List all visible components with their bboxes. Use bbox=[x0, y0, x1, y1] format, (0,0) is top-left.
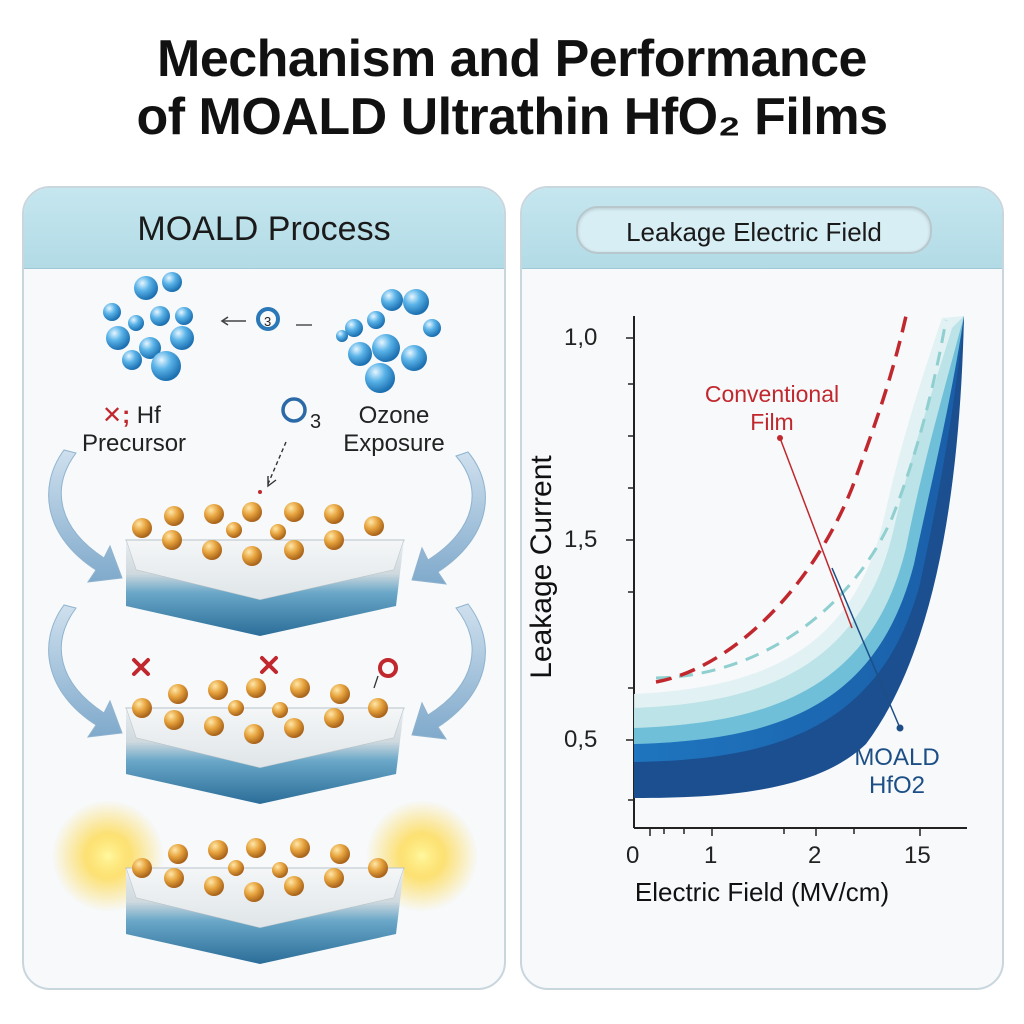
conventional-line-2: Film bbox=[750, 409, 794, 435]
y-tick-label-2: 1,5 bbox=[564, 526, 598, 553]
page-title: Mechanism and Performance of MOALD Ultra… bbox=[0, 30, 1024, 146]
leakage-chart-panel: Leakage Electric Field bbox=[520, 186, 1004, 990]
chart-title-pill: Leakage Electric Field bbox=[576, 206, 932, 254]
title-line-1: Mechanism and Performance bbox=[157, 30, 867, 88]
conventional-film-series bbox=[655, 315, 908, 684]
x-axis-label: Electric Field (MV/cm) bbox=[634, 877, 890, 907]
moald-leader-line bbox=[831, 567, 901, 729]
chart-title: Leakage Electric Field bbox=[626, 217, 882, 247]
conventional-film-annotation: Conventional Film bbox=[662, 380, 882, 436]
conventional-leader-line bbox=[779, 437, 853, 629]
substrate-slab-2 bbox=[125, 656, 405, 804]
precursor-word-precursor: Precursor bbox=[82, 430, 187, 457]
hf-precursor-bubbles bbox=[103, 272, 194, 381]
precursor-word-hf: Hf bbox=[136, 402, 161, 429]
x-tick-label-3: 2 bbox=[808, 842, 822, 869]
y-axis-label: Leakage Current bbox=[525, 455, 558, 679]
flow-arrows bbox=[48, 449, 486, 740]
leakage-chart bbox=[626, 315, 967, 836]
moald-line-2: HfO2 bbox=[868, 772, 925, 799]
moald-hfo2-band bbox=[634, 316, 964, 798]
exposure-word: Exposure bbox=[343, 430, 445, 457]
x-tick-label-2: 1 bbox=[704, 842, 718, 869]
y-tick-label-3: 0,5 bbox=[564, 726, 598, 753]
process-illustration bbox=[48, 272, 486, 964]
x-tick-label-4: 15 bbox=[904, 842, 931, 869]
ozone-bubbles bbox=[336, 289, 441, 393]
o3-small-subscript: 3 bbox=[264, 314, 272, 329]
moald-process-panel: MOALD Process bbox=[22, 186, 506, 990]
panel-header: Leakage Electric Field bbox=[522, 188, 1002, 269]
ozone-exposure-label: Ozone Exposure bbox=[334, 402, 454, 458]
substrate-slab-1 bbox=[125, 502, 405, 636]
title-line-2: of MOALD Ultrathin HfO₂ Films bbox=[136, 88, 888, 146]
red-x-mark: ✕; bbox=[102, 402, 131, 429]
y-tick-label-1: 1,0 bbox=[564, 324, 598, 351]
moald-line-1: MOALD bbox=[854, 744, 940, 771]
hf-precursor-label: ✕; Hf Precursor bbox=[82, 402, 186, 458]
x-tick-label-1: 0 bbox=[626, 842, 640, 869]
panel-title: MOALD Process bbox=[137, 210, 391, 248]
moald-hfo2-annotation: MOALD HfO2 bbox=[832, 744, 962, 800]
ozone-word: Ozone bbox=[358, 402, 430, 429]
panel-header: MOALD Process bbox=[24, 188, 504, 269]
conventional-line-1: Conventional bbox=[704, 381, 840, 407]
o3-ring-subscript: 3 bbox=[310, 411, 322, 433]
substrate-slab-3 bbox=[52, 800, 478, 964]
